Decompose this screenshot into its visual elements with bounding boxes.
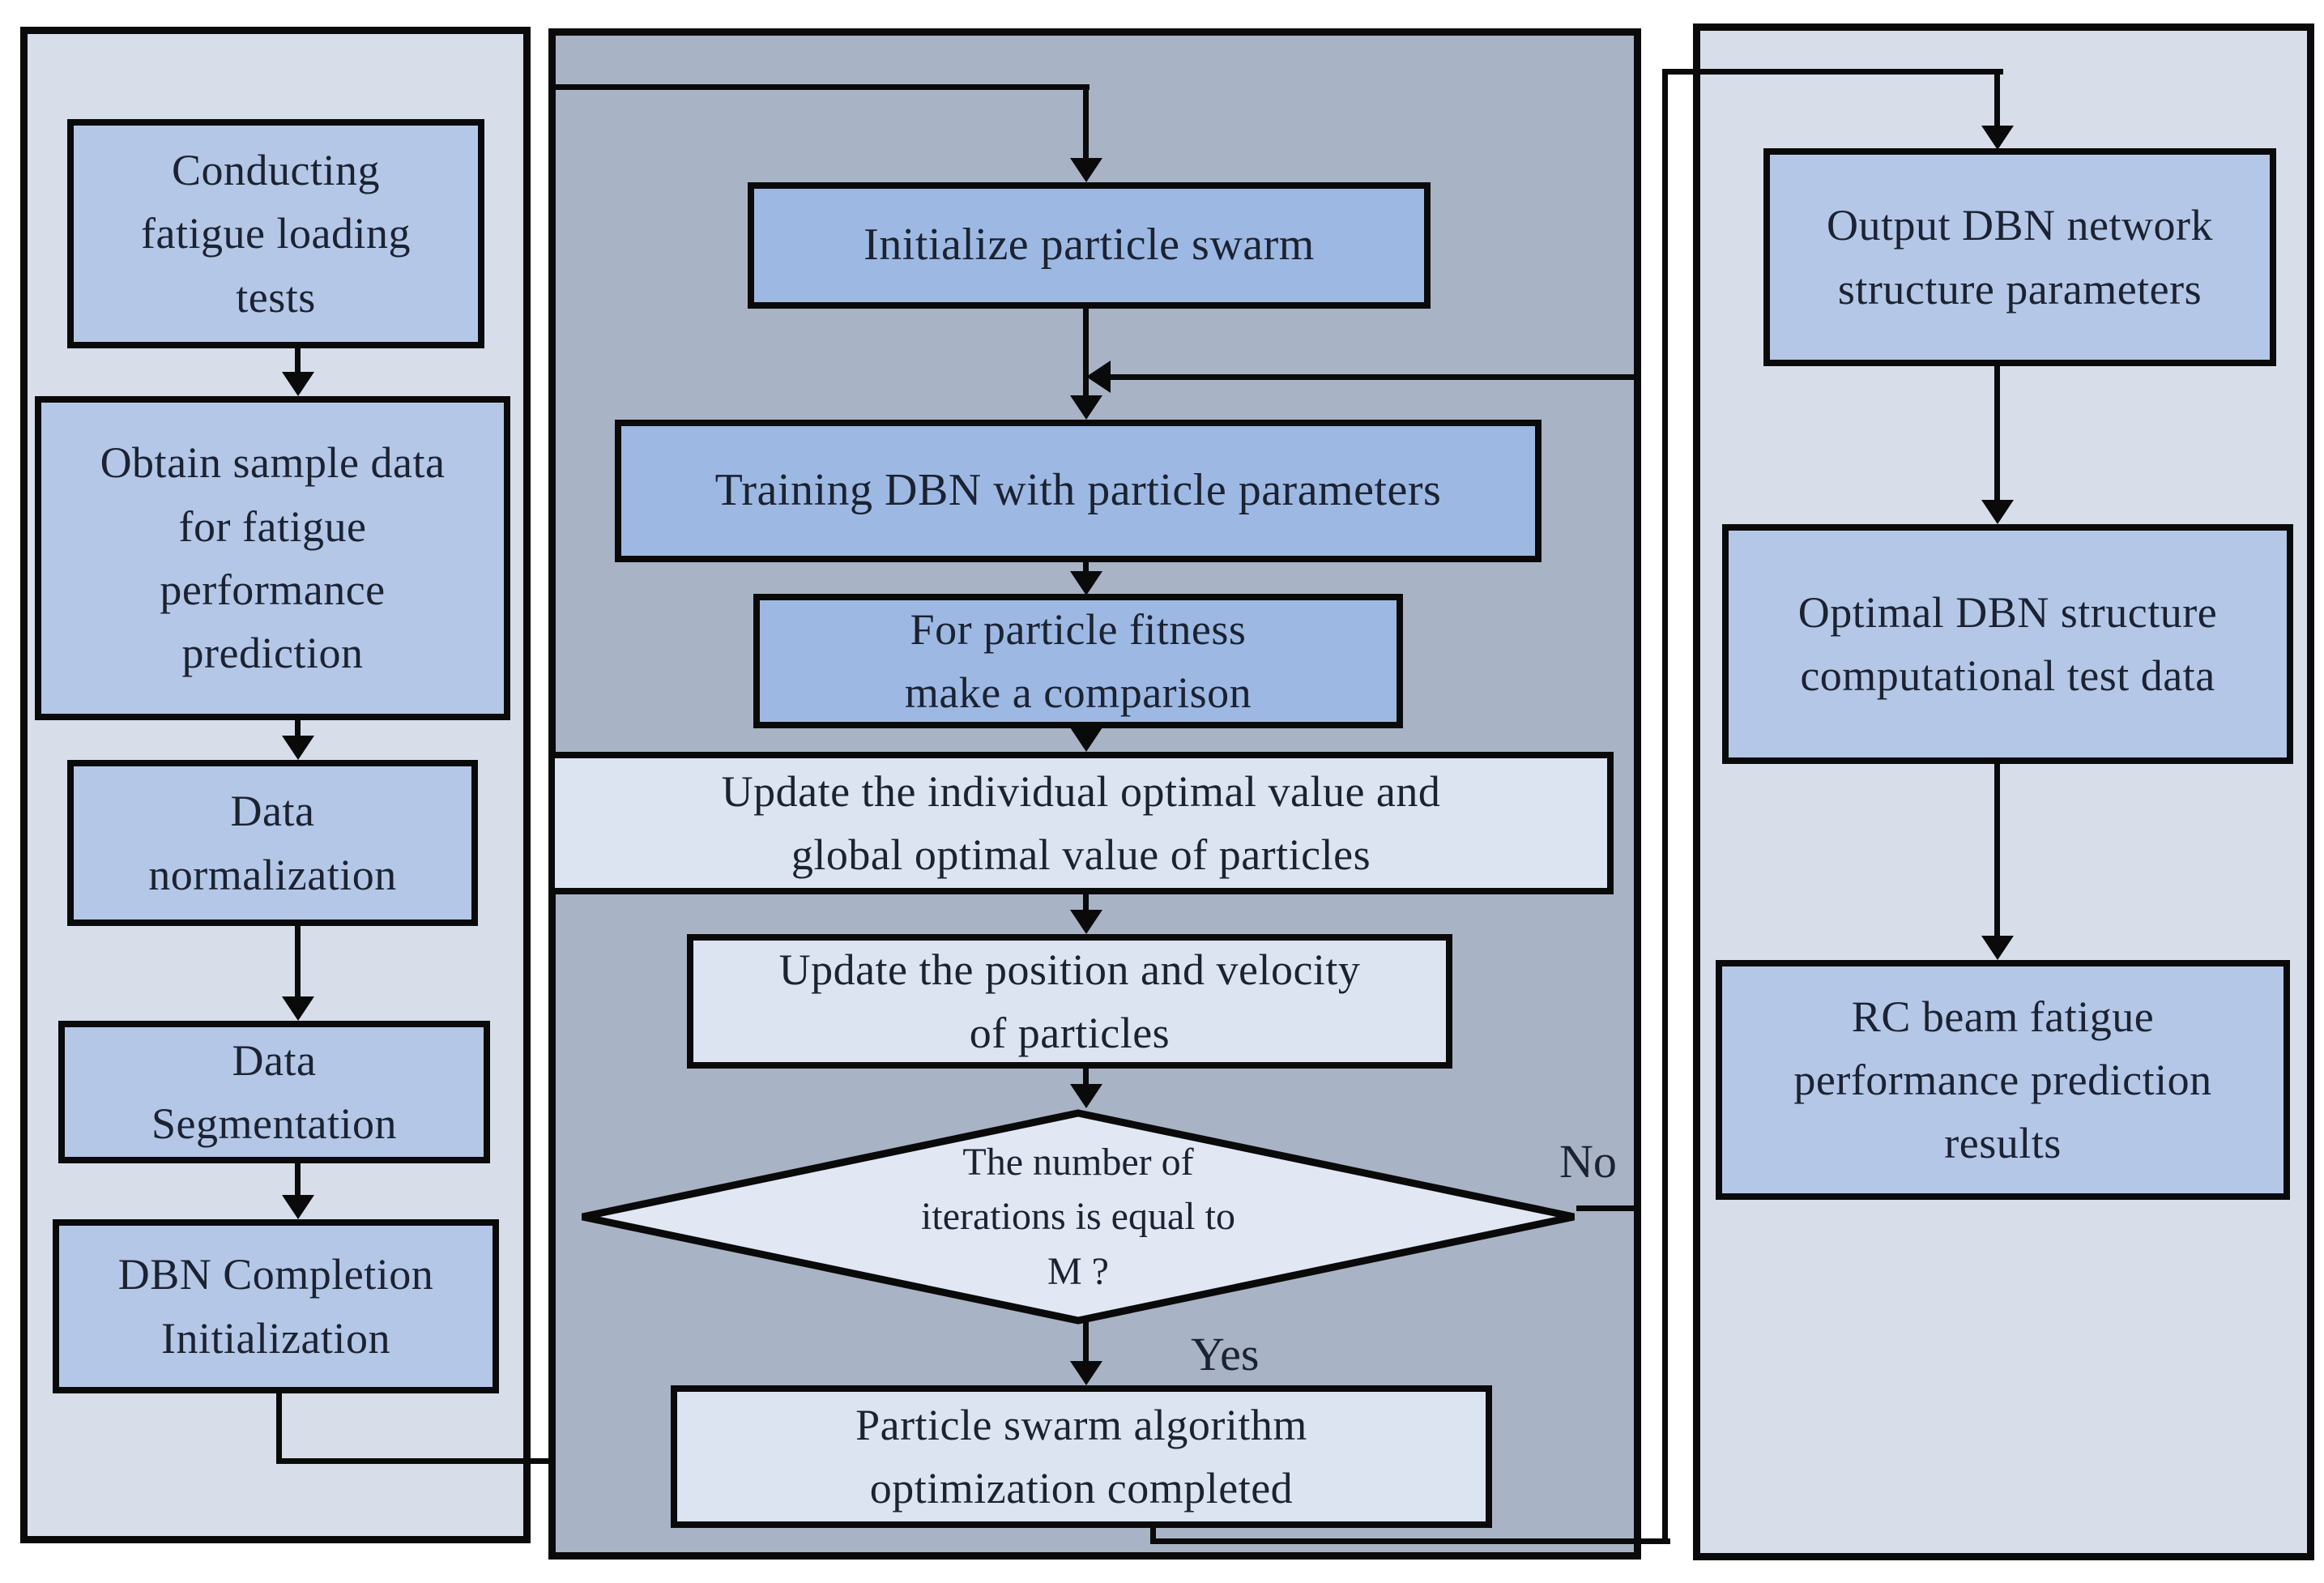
decision-iterations-diamond: The number of iterations is equal to M ? <box>576 1108 1580 1325</box>
box-initialize-particle-swarm: Initialize particle swarm <box>748 182 1431 309</box>
connector-riser-vertical <box>1662 69 1668 1544</box>
box-obtain-sample-data: Obtain sample data for fatigue performan… <box>35 396 510 720</box>
decision-iterations-label: The number of iterations is equal to M ? <box>921 1141 1235 1293</box>
connector-m1-m2 <box>1083 309 1089 395</box>
connector-into-r1 <box>1994 71 2000 126</box>
arrowhead-l2-l3 <box>282 736 314 760</box>
connector-m5-diamond <box>1083 1069 1089 1087</box>
box-training-dbn: Training DBN with particle parameters <box>615 420 1542 562</box>
connector-m2-m3 <box>1083 562 1089 573</box>
box-pso-optimization-completed: Particle swarm algorithm optimization co… <box>671 1385 1492 1528</box>
connector-entry-vertical <box>1083 84 1089 158</box>
connector-no-branch <box>1576 1205 1641 1211</box>
box-rc-beam-prediction-results: RC beam fatigue performance prediction r… <box>1716 960 2290 1200</box>
arrowhead-l1-l2 <box>282 372 314 396</box>
connector-entry-horizontal <box>551 84 1090 90</box>
arrowhead-into-r1 <box>1981 126 2014 150</box>
connector-r2-r3 <box>1994 764 2000 937</box>
connector-bottom-horizontal <box>1150 1538 1670 1544</box>
box-update-position-velocity: Update the position and velocity of part… <box>687 934 1452 1069</box>
arrowhead-feedback-left <box>1086 361 1111 393</box>
connector-top-horizontal <box>1662 69 2003 75</box>
connector-l5-exit-vertical <box>276 1393 282 1464</box>
box-data-segmentation: Data Segmentation <box>58 1021 490 1163</box>
arrowhead-m5-diamond <box>1070 1084 1102 1108</box>
connector-l5-exit-horizontal <box>276 1458 556 1464</box>
box-update-optimal-values: Update the individual optimal value and … <box>548 752 1614 894</box>
connector-m4-m5 <box>1083 894 1089 913</box>
arrowhead-diamond-m6 <box>1070 1361 1102 1385</box>
box-particle-fitness-comparison: For particle fitness make a comparison <box>753 594 1403 728</box>
connector-l4-l5 <box>295 1163 301 1197</box>
arrowhead-l4-l5 <box>282 1195 314 1219</box>
arrowhead-m4-m5 <box>1070 910 1102 934</box>
diamond-shape <box>582 1109 1575 1325</box>
label-no: No <box>1559 1135 1617 1188</box>
box-dbn-completion-initialization: DBN Completion Initialization <box>53 1219 499 1393</box>
box-output-dbn-parameters: Output DBN network structure parameters <box>1763 148 2276 366</box>
connector-l1-l2 <box>295 348 301 373</box>
arrowhead-into-initialize <box>1070 158 1102 182</box>
arrowhead-m3-m4 <box>1070 727 1102 752</box>
connector-feedback-horizontal <box>1108 374 1641 380</box>
arrowhead-r1-r2 <box>1981 500 2014 524</box>
arrowhead-m1-m2 <box>1070 395 1102 420</box>
connector-l2-l3 <box>295 720 301 737</box>
connector-diamond-m6 <box>1083 1322 1089 1363</box>
box-optimal-dbn-structure: Optimal DBN structure computational test… <box>1722 524 2293 764</box>
label-yes: Yes <box>1191 1328 1260 1380</box>
box-conducting-fatigue-tests: Conducting fatigue loading tests <box>67 119 484 348</box>
arrowhead-m2-m3 <box>1070 571 1102 595</box>
connector-r1-r2 <box>1994 366 2000 501</box>
connector-l3-l4 <box>295 926 301 998</box>
connector-m6-exit-vertical <box>1150 1528 1156 1544</box>
arrowhead-l3-l4 <box>282 996 314 1021</box>
arrowhead-r2-r3 <box>1981 936 2014 960</box>
box-data-normalization: Data normalization <box>67 760 478 926</box>
